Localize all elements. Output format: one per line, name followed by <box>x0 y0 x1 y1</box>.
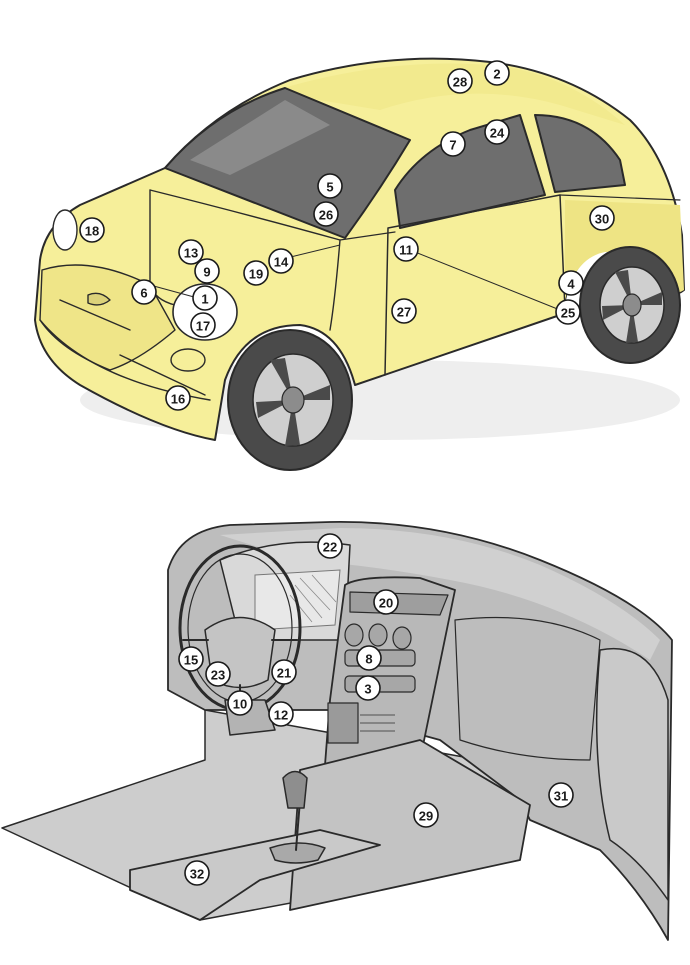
car-exterior-illustration: 2 28 24 7 5 26 30 18 13 9 14 19 11 4 25 … <box>34 57 685 471</box>
svg-text:24: 24 <box>490 126 505 141</box>
svg-text:3: 3 <box>364 682 371 697</box>
car-beltline <box>339 194 681 241</box>
svg-text:20: 20 <box>379 596 393 611</box>
svg-text:32: 32 <box>190 867 204 882</box>
car-badge <box>87 292 111 306</box>
car-front-wheel <box>227 329 353 471</box>
callout-7: 7 <box>440 131 466 157</box>
gear-lever <box>269 770 326 864</box>
svg-text:8: 8 <box>365 652 372 667</box>
svg-text:17: 17 <box>196 319 210 334</box>
callout-9: 9 <box>194 258 220 284</box>
callout-31: 31 <box>548 782 574 808</box>
glovebox-outline <box>454 616 601 761</box>
callout-6: 6 <box>131 279 157 305</box>
callout-23: 23 <box>205 661 231 687</box>
callout-21: 21 <box>271 659 297 685</box>
console-tray <box>327 702 359 744</box>
svg-text:18: 18 <box>85 224 99 239</box>
callout-29: 29 <box>413 802 439 828</box>
car-fog-light <box>170 348 206 372</box>
svg-text:21: 21 <box>277 666 291 681</box>
center-vents <box>349 591 449 616</box>
callout-20: 20 <box>373 589 399 615</box>
callout-28: 28 <box>447 68 473 94</box>
svg-text:13: 13 <box>184 246 198 261</box>
svg-text:2: 2 <box>493 67 500 82</box>
svg-text:7: 7 <box>449 138 456 153</box>
callout-8: 8 <box>356 645 382 671</box>
callout-19: 19 <box>243 260 269 286</box>
car-interior-illustration: 22 20 8 3 15 23 21 10 12 29 31 32 <box>1 521 673 941</box>
callout-30: 30 <box>589 205 615 231</box>
car-side-lamp <box>52 209 78 251</box>
callout-4: 4 <box>558 270 584 296</box>
svg-text:19: 19 <box>249 267 263 282</box>
interior-door-panel <box>595 647 669 901</box>
svg-text:28: 28 <box>453 75 467 90</box>
callout-17: 17 <box>190 312 216 338</box>
callout-13: 13 <box>178 239 204 265</box>
svg-text:4: 4 <box>567 277 575 292</box>
callout-14: 14 <box>268 248 294 274</box>
svg-text:29: 29 <box>419 809 433 824</box>
svg-text:26: 26 <box>319 208 333 223</box>
callout-5: 5 <box>317 173 343 199</box>
windshield-reflection <box>190 100 330 175</box>
callout-12: 12 <box>268 701 294 727</box>
car-windshield <box>164 87 411 239</box>
svg-text:22: 22 <box>323 540 337 555</box>
svg-text:31: 31 <box>554 789 568 804</box>
svg-text:27: 27 <box>397 305 411 320</box>
svg-text:14: 14 <box>274 255 289 270</box>
svg-text:30: 30 <box>595 212 609 227</box>
svg-text:10: 10 <box>233 697 247 712</box>
callout-22: 22 <box>317 533 343 559</box>
car-roof <box>270 63 625 125</box>
console-tunnel <box>289 739 531 911</box>
callout-16: 16 <box>165 385 191 411</box>
callout-1: 1 <box>192 285 218 311</box>
callout-15: 15 <box>178 646 204 672</box>
callout-32: 32 <box>184 860 210 886</box>
svg-text:5: 5 <box>326 180 333 195</box>
car-rear-wheel <box>579 246 681 364</box>
console-slots <box>360 714 395 732</box>
svg-text:25: 25 <box>561 306 575 321</box>
callout-24: 24 <box>484 119 510 145</box>
callout-26: 26 <box>313 201 339 227</box>
svg-text:12: 12 <box>274 708 288 723</box>
svg-text:1: 1 <box>201 292 208 307</box>
callout-25: 25 <box>555 299 581 325</box>
callout-2: 2 <box>484 60 510 86</box>
car-headlight <box>172 283 238 341</box>
svg-text:6: 6 <box>140 286 147 301</box>
svg-text:15: 15 <box>184 653 198 668</box>
car-rear-side-window <box>534 114 626 193</box>
callout-10: 10 <box>227 690 253 716</box>
svg-text:16: 16 <box>171 392 185 407</box>
svg-text:23: 23 <box>211 668 225 683</box>
callout-27: 27 <box>391 298 417 324</box>
callout-18: 18 <box>79 217 105 243</box>
svg-text:9: 9 <box>203 265 210 280</box>
svg-text:11: 11 <box>399 243 413 258</box>
instrument-hatch <box>289 574 337 623</box>
callout-3: 3 <box>355 675 381 701</box>
callout-11: 11 <box>393 236 419 262</box>
